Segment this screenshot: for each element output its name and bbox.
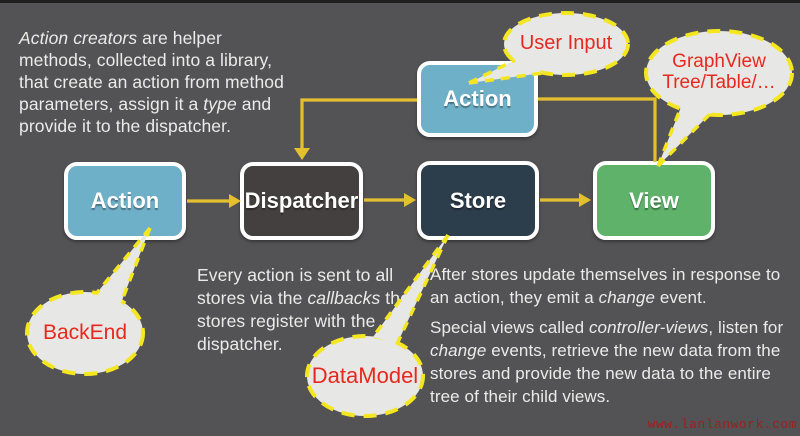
action-box-label: Action [90, 188, 160, 213]
text-segment: controller-views [588, 318, 709, 337]
store-note: After stores update themselves in respon… [430, 263, 800, 309]
top-edge-strip [0, 0, 800, 3]
arrowhead-into-view [579, 193, 591, 207]
text-segment: parameters, assign it a [19, 94, 204, 114]
text-segment: Special views called [430, 318, 589, 337]
dispatcher-box-label: Dispatcher [244, 188, 359, 213]
action-box: Action [64, 162, 186, 240]
text-segment: callbacks [307, 288, 381, 308]
dispatcher-box: Dispatcher [240, 162, 363, 240]
graphview-bubble-tail [658, 107, 712, 166]
arrowhead-into-store [404, 193, 416, 207]
text-segment: , listen for [708, 318, 784, 337]
store-box: Store [417, 161, 539, 240]
text-segment: events, retrieve the new data from the [486, 341, 781, 360]
text-segment: that create an action from method [19, 72, 284, 92]
graphview-bubble-line1: GraphView [672, 51, 766, 72]
graphview-bubble-line2: Tree/Table/… [662, 72, 776, 93]
text-segment: methods, collected into a library, [19, 50, 273, 70]
dispatcher-note: Every action is sent to all stores via t… [197, 264, 442, 356]
text-segment: tree of their child views. [430, 387, 611, 406]
watermark-text: www.lanlanwork.com [647, 417, 797, 432]
text-segment: stores via the [197, 288, 308, 308]
view-note: Special views called controller-views, l… [430, 316, 800, 408]
view-box: View [593, 161, 715, 240]
datamodel-bubble-label: DataModel [311, 363, 419, 388]
text-segment: type [203, 94, 237, 114]
text-segment: provide it to the dispatcher. [19, 116, 232, 136]
text-segment: stores and provide the new data to the e… [430, 364, 771, 383]
line-actiontop-to-view [538, 97, 657, 162]
text-segment: dispatcher. [197, 334, 283, 354]
text-segment: change [598, 288, 655, 307]
view-box-label: View [629, 187, 679, 213]
backend-bubble-label: BackEnd [42, 321, 128, 344]
store-box-label: Store [449, 187, 507, 213]
text-segment: are helper [137, 28, 222, 48]
action-top-box-label: Action [443, 86, 512, 111]
text-segment: and [236, 94, 272, 114]
user-input-bubble-label: User Input [519, 32, 613, 54]
text-segment: Every action is sent to all [197, 265, 394, 285]
graphview-bubble-label: GraphView Tree/Table/… [649, 51, 789, 93]
text-segment: After stores update themselves in respon… [430, 265, 781, 284]
text-segment: the [380, 288, 410, 308]
action-creators-note: Action creators are helper methods, coll… [19, 27, 364, 137]
arrowhead-into-dispatcher-top [294, 148, 310, 160]
text-segment: an action, they emit a [430, 288, 599, 307]
text-segment: Action creators [19, 28, 138, 48]
text-segment: change [430, 341, 487, 360]
action-top-box: Action [417, 61, 538, 137]
text-segment: stores register with the [197, 311, 376, 331]
text-segment: event. [655, 288, 707, 307]
